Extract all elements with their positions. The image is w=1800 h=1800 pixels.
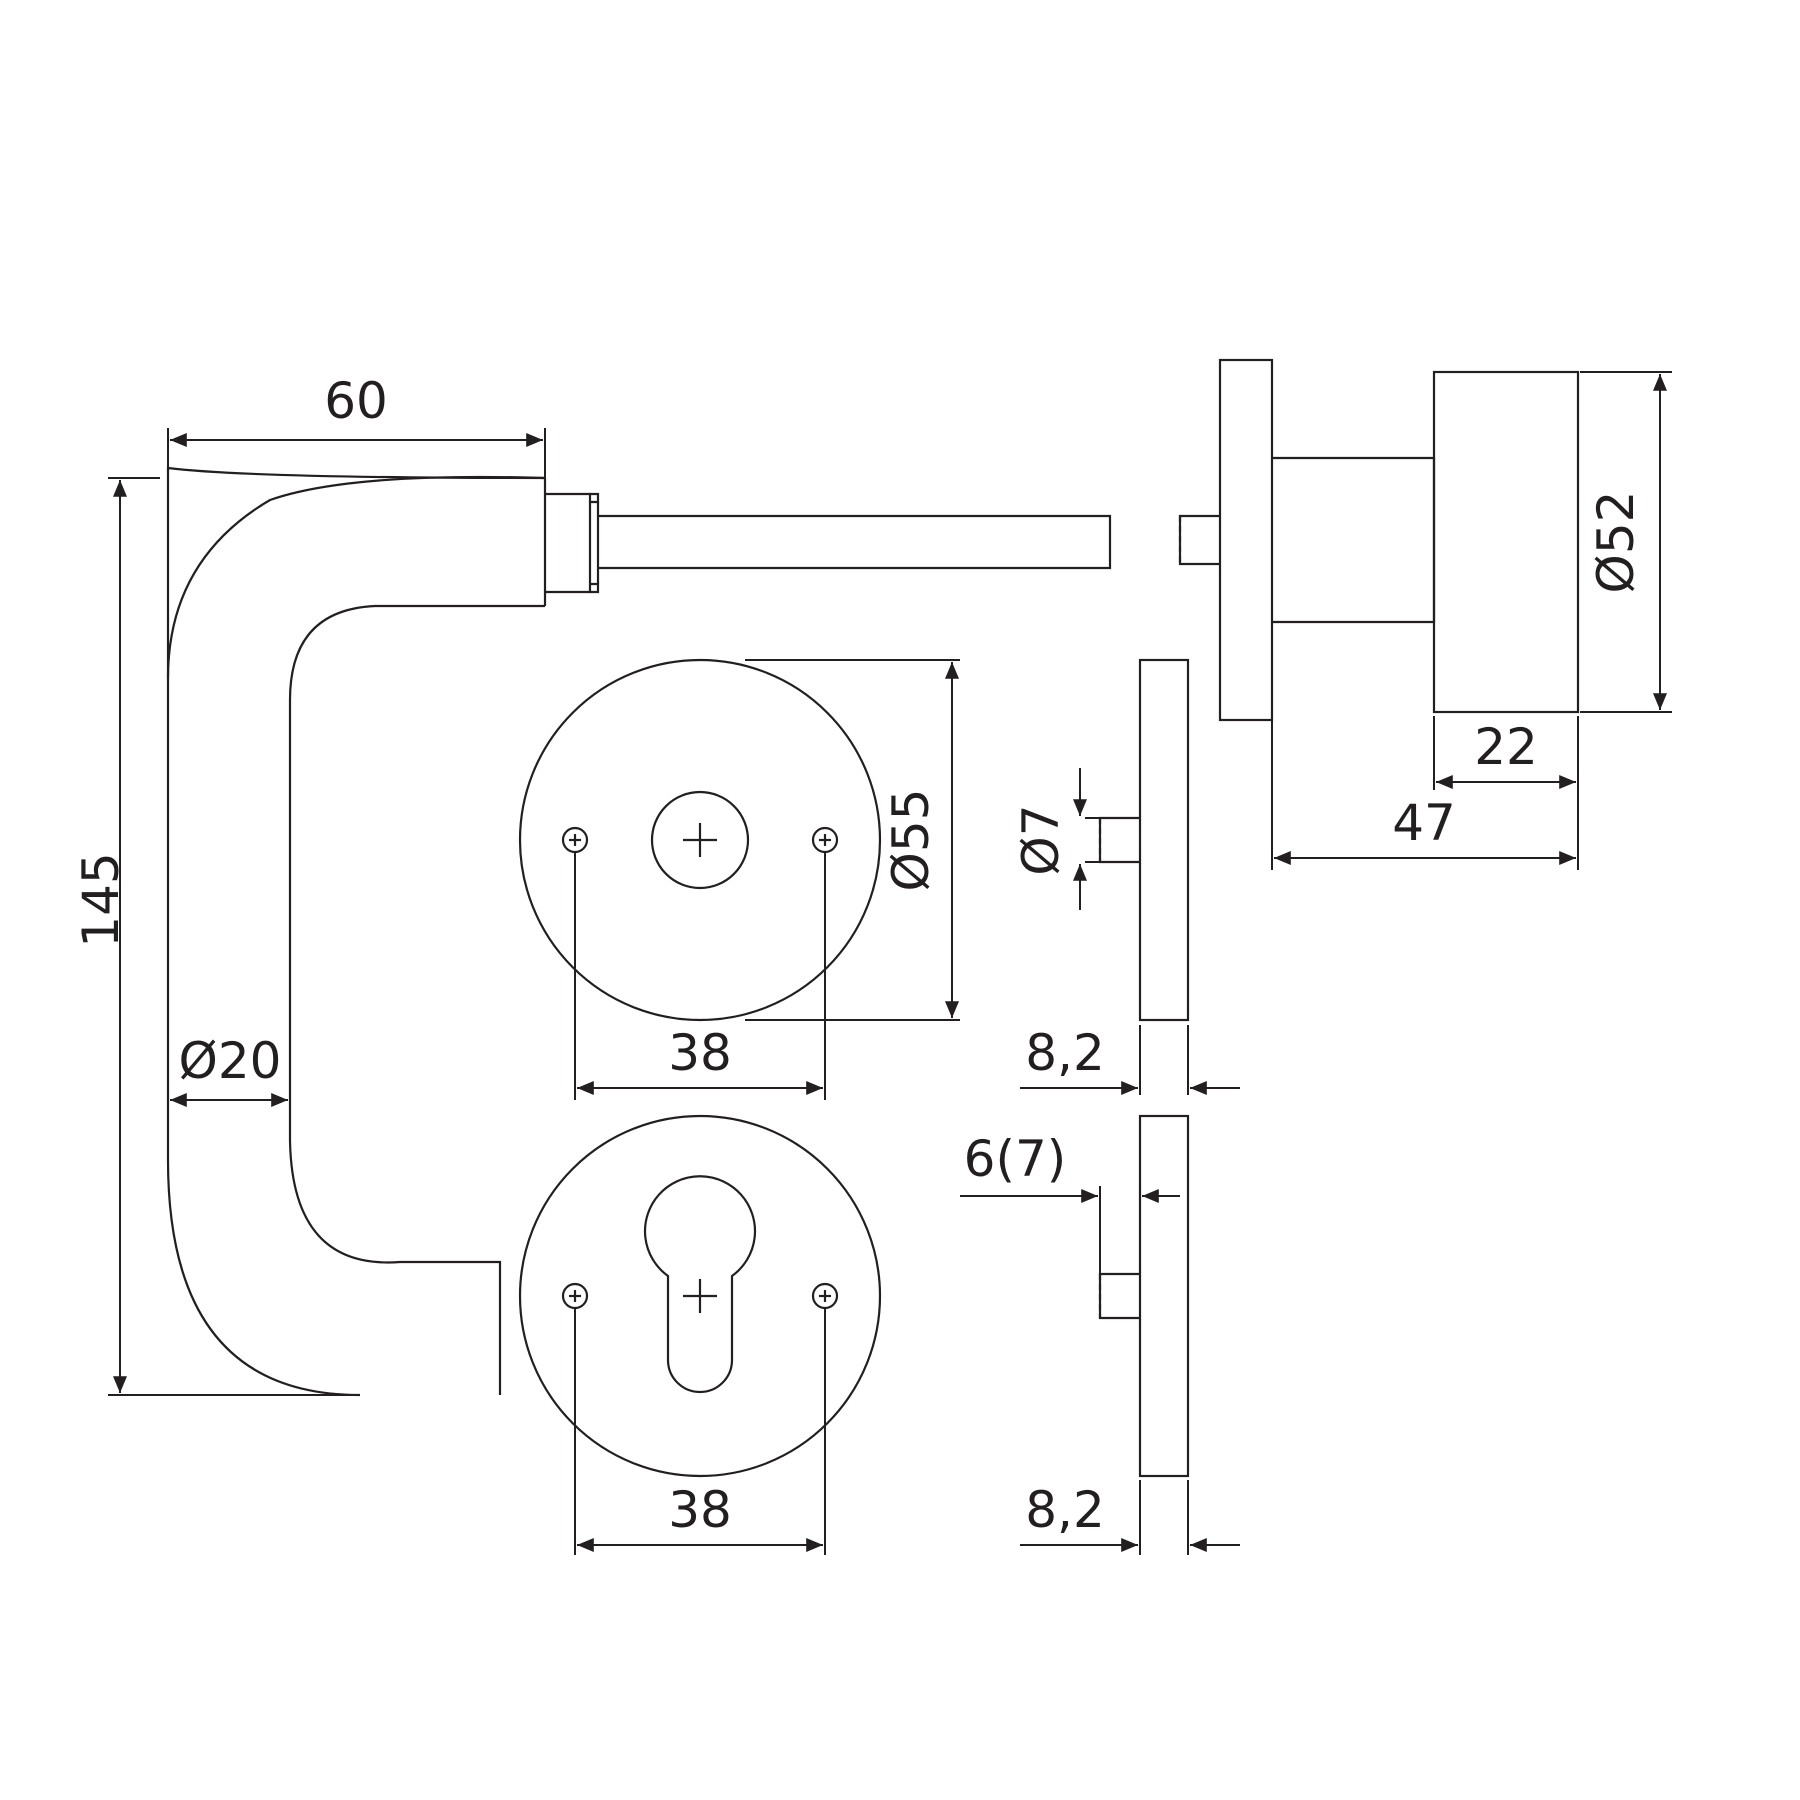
dimension-pin-diameter: Ø7 (1012, 768, 1100, 910)
screw-left-bottom (561, 1282, 589, 1310)
dimension-knob-projection: 47 (1271, 622, 1576, 870)
rose-side-bottom (1098, 1114, 1190, 1478)
dimension-label-pin-length: 6(7) (964, 1130, 1067, 1188)
dimension-label-rose-diameter: Ø55 (882, 789, 940, 892)
screw-right-bottom (811, 1282, 839, 1310)
knob-side-view (1178, 358, 1580, 722)
dimension-label-lever-depth: 60 (324, 372, 388, 430)
dimension-label-lever-height: 145 (72, 852, 130, 947)
dimension-label-rose-thickness-bottom: 8,2 (1025, 1481, 1105, 1539)
dimension-label-screw-spacing-top: 38 (668, 1024, 732, 1082)
dimension-knob-width: 22 (1433, 716, 1579, 870)
dimension-screw-spacing-top: 38 (574, 852, 826, 1100)
dimension-pin-length: 6(7) (960, 1130, 1180, 1203)
dimension-rose-thickness-top: 8,2 (1020, 1024, 1240, 1095)
dimension-screw-spacing-bottom: 38 (574, 1308, 826, 1555)
rose-side-top (1098, 658, 1190, 1022)
dimension-lever-depth: 60 (167, 372, 546, 678)
dimension-label-screw-spacing-bottom: 38 (668, 1481, 732, 1539)
lever-handle (166, 466, 1112, 1397)
dimension-rose-thickness-bottom: 8,2 (1020, 1480, 1240, 1555)
dimension-rose-diameter: Ø55 (745, 659, 960, 1021)
dimension-label-knob-diameter: Ø52 (1587, 491, 1645, 594)
screw-right-top (811, 826, 839, 854)
dimension-knob-diameter: Ø52 (1580, 371, 1672, 713)
rose-front-bottom (518, 1114, 882, 1478)
dimension-label-knob-projection: 47 (1392, 794, 1456, 852)
dimension-lever-diameter: Ø20 (170, 1032, 289, 1107)
dimension-label-pin-diameter: Ø7 (1012, 804, 1070, 875)
screw-left-top (561, 826, 589, 854)
dimension-label-lever-diameter: Ø20 (179, 1032, 282, 1090)
dimension-lever-height: 145 (72, 477, 360, 1396)
dimension-label-knob-width: 22 (1474, 718, 1538, 776)
dimension-label-rose-thickness-top: 8,2 (1025, 1024, 1105, 1082)
